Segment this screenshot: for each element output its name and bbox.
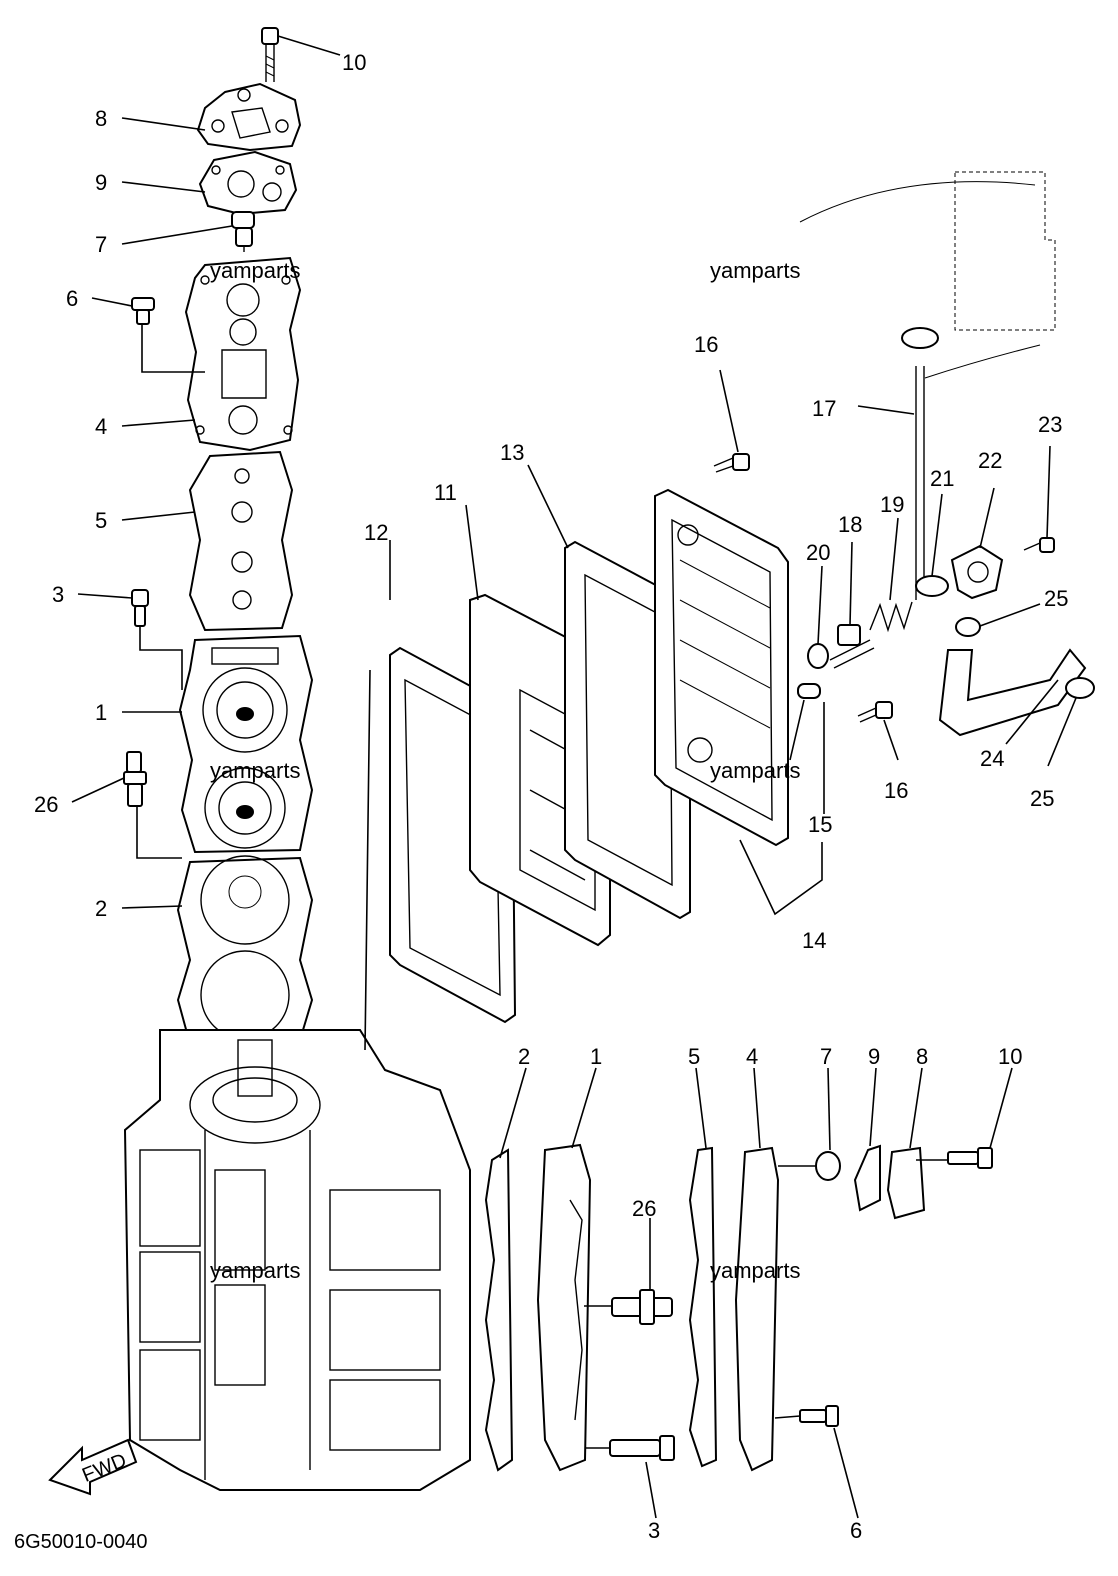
part-8-cover-side xyxy=(886,1146,926,1220)
callout-1: 1 xyxy=(95,700,107,725)
part-16-bolt-lower xyxy=(857,701,893,723)
callout-14: 14 xyxy=(802,928,826,953)
callout-9: 9 xyxy=(95,170,107,195)
callout-10-side: 10 xyxy=(998,1044,1022,1069)
callout-7-side: 7 xyxy=(820,1044,832,1069)
callout-12: 12 xyxy=(364,520,388,545)
part-21-gasket xyxy=(915,575,949,597)
callout-2-side: 2 xyxy=(518,1044,530,1069)
callout-26: 26 xyxy=(34,792,58,817)
part-9-gasket-side xyxy=(853,1144,881,1212)
part-7-thermostat-side xyxy=(815,1151,841,1181)
callout-20: 20 xyxy=(806,540,830,565)
callout-22: 22 xyxy=(978,448,1002,473)
fwd-arrow: FWD xyxy=(48,1438,138,1496)
part-14-exhaust-cover xyxy=(654,488,789,847)
top-cover-outline xyxy=(799,171,1056,379)
callout-9-side: 9 xyxy=(868,1044,880,1069)
part-10-bolt-top xyxy=(261,27,279,82)
callout-18: 18 xyxy=(838,512,862,537)
watermark-5: yamparts xyxy=(210,1258,300,1283)
part-engine-block xyxy=(123,1029,471,1491)
part-2-gasket-side xyxy=(484,1148,514,1472)
callout-13: 13 xyxy=(500,440,524,465)
callout-3-side: 3 xyxy=(648,1518,660,1543)
part-3-anode-bolt xyxy=(131,589,149,627)
callout-4-side: 4 xyxy=(746,1044,758,1069)
watermark-2: yamparts xyxy=(710,258,800,283)
callout-6: 6 xyxy=(66,286,78,311)
part-2-head-gasket xyxy=(176,855,314,1046)
part-24-hose xyxy=(938,648,1087,737)
part-19-spring xyxy=(829,601,913,669)
drawing-code: 6G50010-0040 xyxy=(14,1531,147,1553)
part-4-cover-side xyxy=(734,1146,780,1472)
leader-lines xyxy=(71,35,1077,1519)
callout-1-side: 1 xyxy=(590,1044,602,1069)
part-26-sensor-side xyxy=(611,1289,673,1325)
callout-16-lower: 16 xyxy=(884,778,908,803)
part-23-bolt xyxy=(1023,537,1055,553)
callout-8: 8 xyxy=(95,106,107,131)
part-26-sensor-upper xyxy=(123,751,147,807)
part-20-grommet xyxy=(807,643,829,669)
callout-23: 23 xyxy=(1038,412,1062,437)
callout-6-side: 6 xyxy=(850,1518,862,1543)
callout-19: 19 xyxy=(880,492,904,517)
part-25-clamp-b xyxy=(1065,677,1095,699)
callout-17: 17 xyxy=(812,396,836,421)
callout-3: 3 xyxy=(52,582,64,607)
part-17-hose xyxy=(901,327,939,600)
callout-26-side: 26 xyxy=(632,1196,656,1221)
callout-5: 5 xyxy=(95,508,107,533)
part-5-gasket-side xyxy=(688,1146,718,1468)
watermarks: yamparts yamparts yamparts yamparts yamp… xyxy=(210,258,800,1283)
part-25-clamp-a xyxy=(955,617,981,637)
callout-15: 15 xyxy=(808,812,832,837)
callout-21: 21 xyxy=(930,466,954,491)
callout-16-upper: 16 xyxy=(694,332,718,357)
watermark-4: yamparts xyxy=(710,758,800,783)
part-3-bolt-side xyxy=(609,1435,675,1461)
callout-4: 4 xyxy=(95,414,107,439)
callout-5-side: 5 xyxy=(688,1044,700,1069)
callout-labels: 10 8 9 7 6 4 5 3 1 26 2 12 11 13 16 17 2… xyxy=(34,50,1068,1543)
part-9-gasket xyxy=(198,150,298,216)
part-6-plug-side xyxy=(799,1405,839,1427)
callout-25-lower: 25 xyxy=(1030,786,1054,811)
callout-10: 10 xyxy=(342,50,366,75)
part-7-thermostat xyxy=(231,211,255,252)
callout-25-upper: 25 xyxy=(1044,586,1068,611)
callout-11: 11 xyxy=(434,480,457,505)
callout-2: 2 xyxy=(95,896,107,921)
part-1-head-side xyxy=(536,1143,592,1472)
part-22-cover xyxy=(950,544,1004,600)
part-10-bolt-side xyxy=(947,1147,993,1169)
callout-8-side: 8 xyxy=(916,1044,928,1069)
watermark-3: yamparts xyxy=(210,758,300,783)
part-8-cover xyxy=(196,82,302,152)
part-18-valve xyxy=(837,624,861,646)
part-5-gasket xyxy=(188,450,294,632)
callout-7: 7 xyxy=(95,232,107,257)
part-16-bolt-upper xyxy=(713,453,750,473)
part-1-cylinder-head xyxy=(178,634,314,854)
part-15-tube xyxy=(797,683,821,699)
part-4-head-cover xyxy=(184,256,302,452)
watermark-1: yamparts xyxy=(210,258,300,283)
part-6-plug-upper xyxy=(131,297,155,325)
callout-24: 24 xyxy=(980,746,1004,771)
watermark-6: yamparts xyxy=(710,1258,800,1283)
